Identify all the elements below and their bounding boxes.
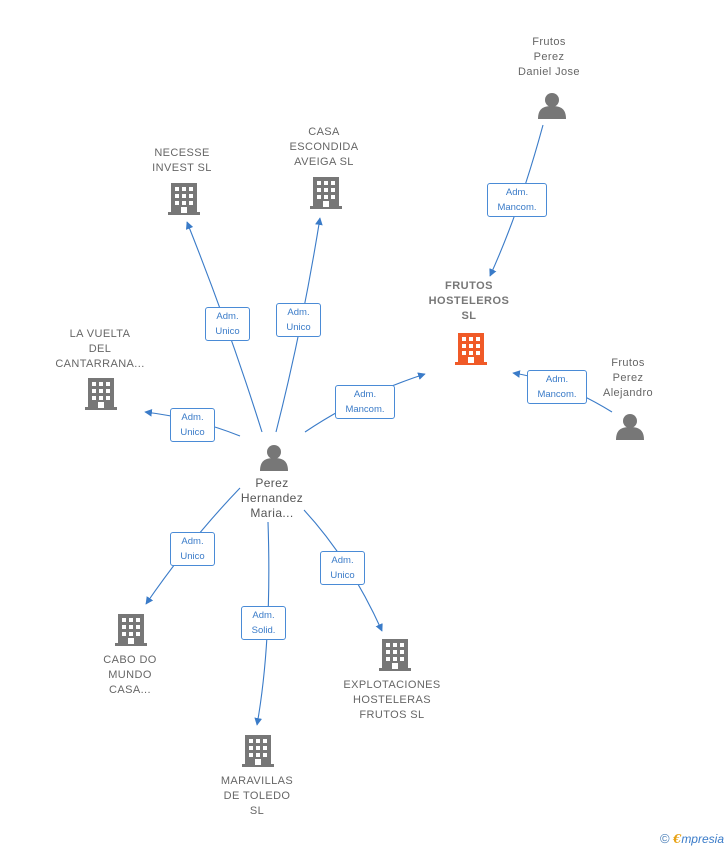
node-label-perez[interactable]: Perez Hernandez Maria... <box>240 476 304 520</box>
node-label-necesse[interactable]: NECESSE INVEST SL <box>152 147 212 174</box>
edge-label-perez-to-cabo[interactable]: Adm. Unico <box>170 532 215 566</box>
la-vuelta-building-icon[interactable] <box>85 378 117 410</box>
copyright-icon: © <box>660 831 670 846</box>
cabo-do-mundo-building-icon[interactable] <box>115 614 147 646</box>
node-label-frutos-alejandro[interactable]: Frutos Perez Alejandro <box>602 357 654 399</box>
frutos-alejandro-person-icon[interactable] <box>616 414 644 440</box>
node-label-explotaciones[interactable]: EXPLOTACIONES HOSTELERAS FRUTOS SL <box>343 679 441 721</box>
node-label-casa-escondida[interactable]: CASA ESCONDIDA AVEIGA SL <box>289 126 359 168</box>
edge-label-perez-to-necesse[interactable]: Adm. Unico <box>205 307 250 341</box>
necesse-building-icon[interactable] <box>168 183 200 215</box>
brand-name: mpresia <box>681 832 724 846</box>
explotaciones-building-icon[interactable] <box>379 639 411 671</box>
node-label-maravillas[interactable]: MARAVILLAS DE TOLEDO SL <box>220 775 294 817</box>
edge-label-perez-to-explotaciones[interactable]: Adm. Unico <box>320 551 365 585</box>
node-label-cabo-do-mundo[interactable]: CABO DO MUNDO CASA... <box>103 654 157 696</box>
node-label-la-vuelta[interactable]: LA VUELTA DEL CANTARRANA... <box>55 328 145 370</box>
casa-escondida-building-icon[interactable] <box>310 177 342 209</box>
brand-logo-e: € <box>672 832 682 846</box>
edge-label-alejandro-to-frutos[interactable]: Adm. Mancom. <box>527 370 587 404</box>
edge-label-perez-to-frutos[interactable]: Adm. Mancom. <box>335 385 395 419</box>
edge-label-perez-to-vuelta[interactable]: Adm. Unico <box>170 408 215 442</box>
brand-watermark: © €mpresia <box>660 831 724 846</box>
frutos-daniel-person-icon[interactable] <box>538 93 566 119</box>
perez-person-icon[interactable] <box>260 445 288 471</box>
node-label-frutos-daniel[interactable]: Frutos Perez Daniel Jose <box>518 36 580 78</box>
frutos-hosteleros-building-icon[interactable] <box>455 333 487 365</box>
maravillas-building-icon[interactable] <box>242 735 274 767</box>
edge-label-perez-to-casa[interactable]: Adm. Unico <box>276 303 321 337</box>
edge-label-perez-to-maravillas[interactable]: Adm. Solid. <box>241 606 286 640</box>
node-label-frutos-hosteleros[interactable]: FRUTOS HOSTELEROS SL <box>428 280 510 322</box>
edge-label-daniel-to-frutos[interactable]: Adm. Mancom. <box>487 183 547 217</box>
